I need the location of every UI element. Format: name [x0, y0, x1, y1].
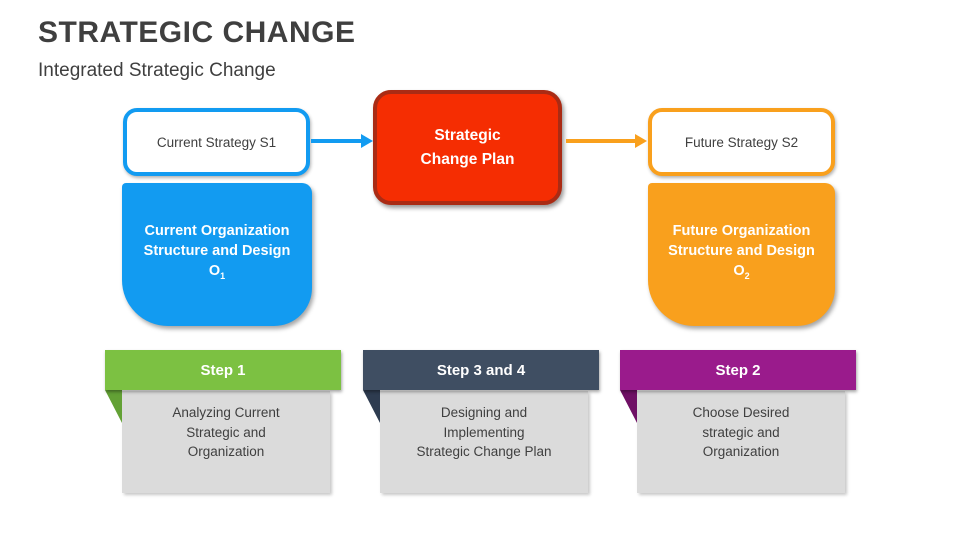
step-2-header: Step 2: [620, 350, 856, 390]
step-3-4-header: Step 3 and 4: [363, 350, 599, 390]
step-1-line2: Strategic and: [186, 424, 266, 440]
current-org-line1: Current Organization: [144, 223, 290, 239]
future-organization-box: Future Organization Structure and Design…: [648, 183, 835, 326]
arrow-shaft: [311, 139, 363, 143]
future-org-symbol: O2: [733, 263, 750, 281]
future-strategy-box: Future Strategy S2: [648, 108, 835, 176]
current-strategy-box: Current Strategy S1: [123, 108, 310, 176]
step-2-fold-corner: [620, 390, 637, 423]
future-org-subscript: 2: [744, 270, 750, 281]
step-3-4-line1: Designing and: [440, 405, 528, 420]
current-org-line2: Structure and Design: [143, 243, 291, 259]
page-title: STRATEGIC CHANGE: [38, 16, 356, 49]
arrow-right-icon: [635, 134, 647, 148]
step-3-4-body: Designing and Implementing Strategic Cha…: [380, 391, 588, 493]
step-2-line2: strategic and: [702, 424, 780, 440]
current-org-subscript: 1: [220, 270, 226, 281]
plan-label-line1: Strategic: [434, 126, 501, 144]
step-1-body: Analyzing Current Strategic and Organiza…: [122, 391, 330, 493]
arrow-right-icon: [361, 134, 373, 148]
step-2-line1: Choose Desired: [692, 405, 790, 420]
current-org-symbol: O1: [208, 263, 226, 281]
future-strategy-label: Future Strategy S2: [684, 134, 799, 150]
step-2-line3: Organization: [702, 444, 780, 459]
plan-label-line2: Change Plan: [420, 150, 515, 168]
step-1-line3: Organization: [187, 444, 265, 459]
step-1-header: Step 1: [105, 350, 341, 390]
future-org-line1: Future Organization: [672, 223, 811, 239]
future-org-line2: Structure and Design: [668, 243, 815, 259]
current-organization-box: Current Organization Structure and Desig…: [122, 183, 312, 326]
arrow-shaft: [566, 139, 637, 143]
step-1-fold-corner: [105, 390, 122, 423]
step-3-4-line2: Implementing: [443, 424, 525, 440]
step-3-4-line3: Strategic Change Plan: [416, 444, 552, 459]
step-3-4-fold-corner: [363, 390, 380, 423]
step-2-body: Choose Desired strategic and Organizatio…: [637, 391, 845, 493]
page-subtitle: Integrated Strategic Change: [38, 60, 276, 81]
current-strategy-label: Current Strategy S1: [156, 134, 277, 150]
step-1-line1: Analyzing Current: [172, 405, 280, 420]
strategic-change-plan-box: Strategic Change Plan: [373, 90, 562, 205]
